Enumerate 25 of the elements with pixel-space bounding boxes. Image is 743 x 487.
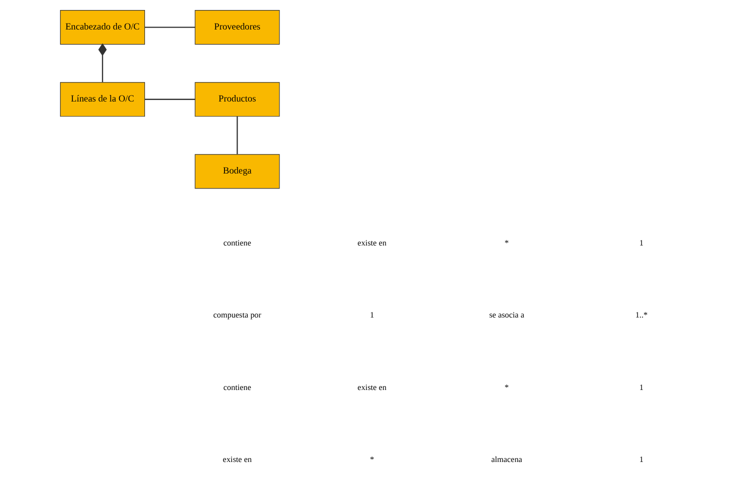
connector: [236, 116, 238, 154]
label: se asocia a: [488, 310, 524, 320]
label: 1..*: [634, 310, 648, 320]
label: 1: [638, 238, 644, 248]
label: *: [504, 238, 508, 248]
label: *: [369, 454, 374, 464]
node-box: Encabezado de O/C: [60, 10, 144, 45]
label: 1: [638, 382, 644, 392]
label: existe en: [357, 238, 386, 248]
node-box: Proveedores: [194, 10, 280, 45]
label: compuesta por: [212, 310, 261, 320]
label: almacena: [490, 454, 522, 464]
node-box: Bodega: [194, 154, 280, 189]
label: existe en: [357, 382, 386, 392]
label: contiene: [222, 238, 251, 248]
connector: [144, 26, 195, 28]
node-box: Líneas de la O/C: [60, 82, 144, 117]
label: 1: [369, 310, 374, 320]
connector: [144, 98, 195, 100]
label: contiene: [222, 382, 251, 392]
label: *: [504, 382, 508, 392]
connector: [98, 43, 106, 82]
label: 1: [638, 454, 644, 464]
label: existe en: [222, 454, 252, 464]
node-box: Productos: [194, 82, 280, 117]
